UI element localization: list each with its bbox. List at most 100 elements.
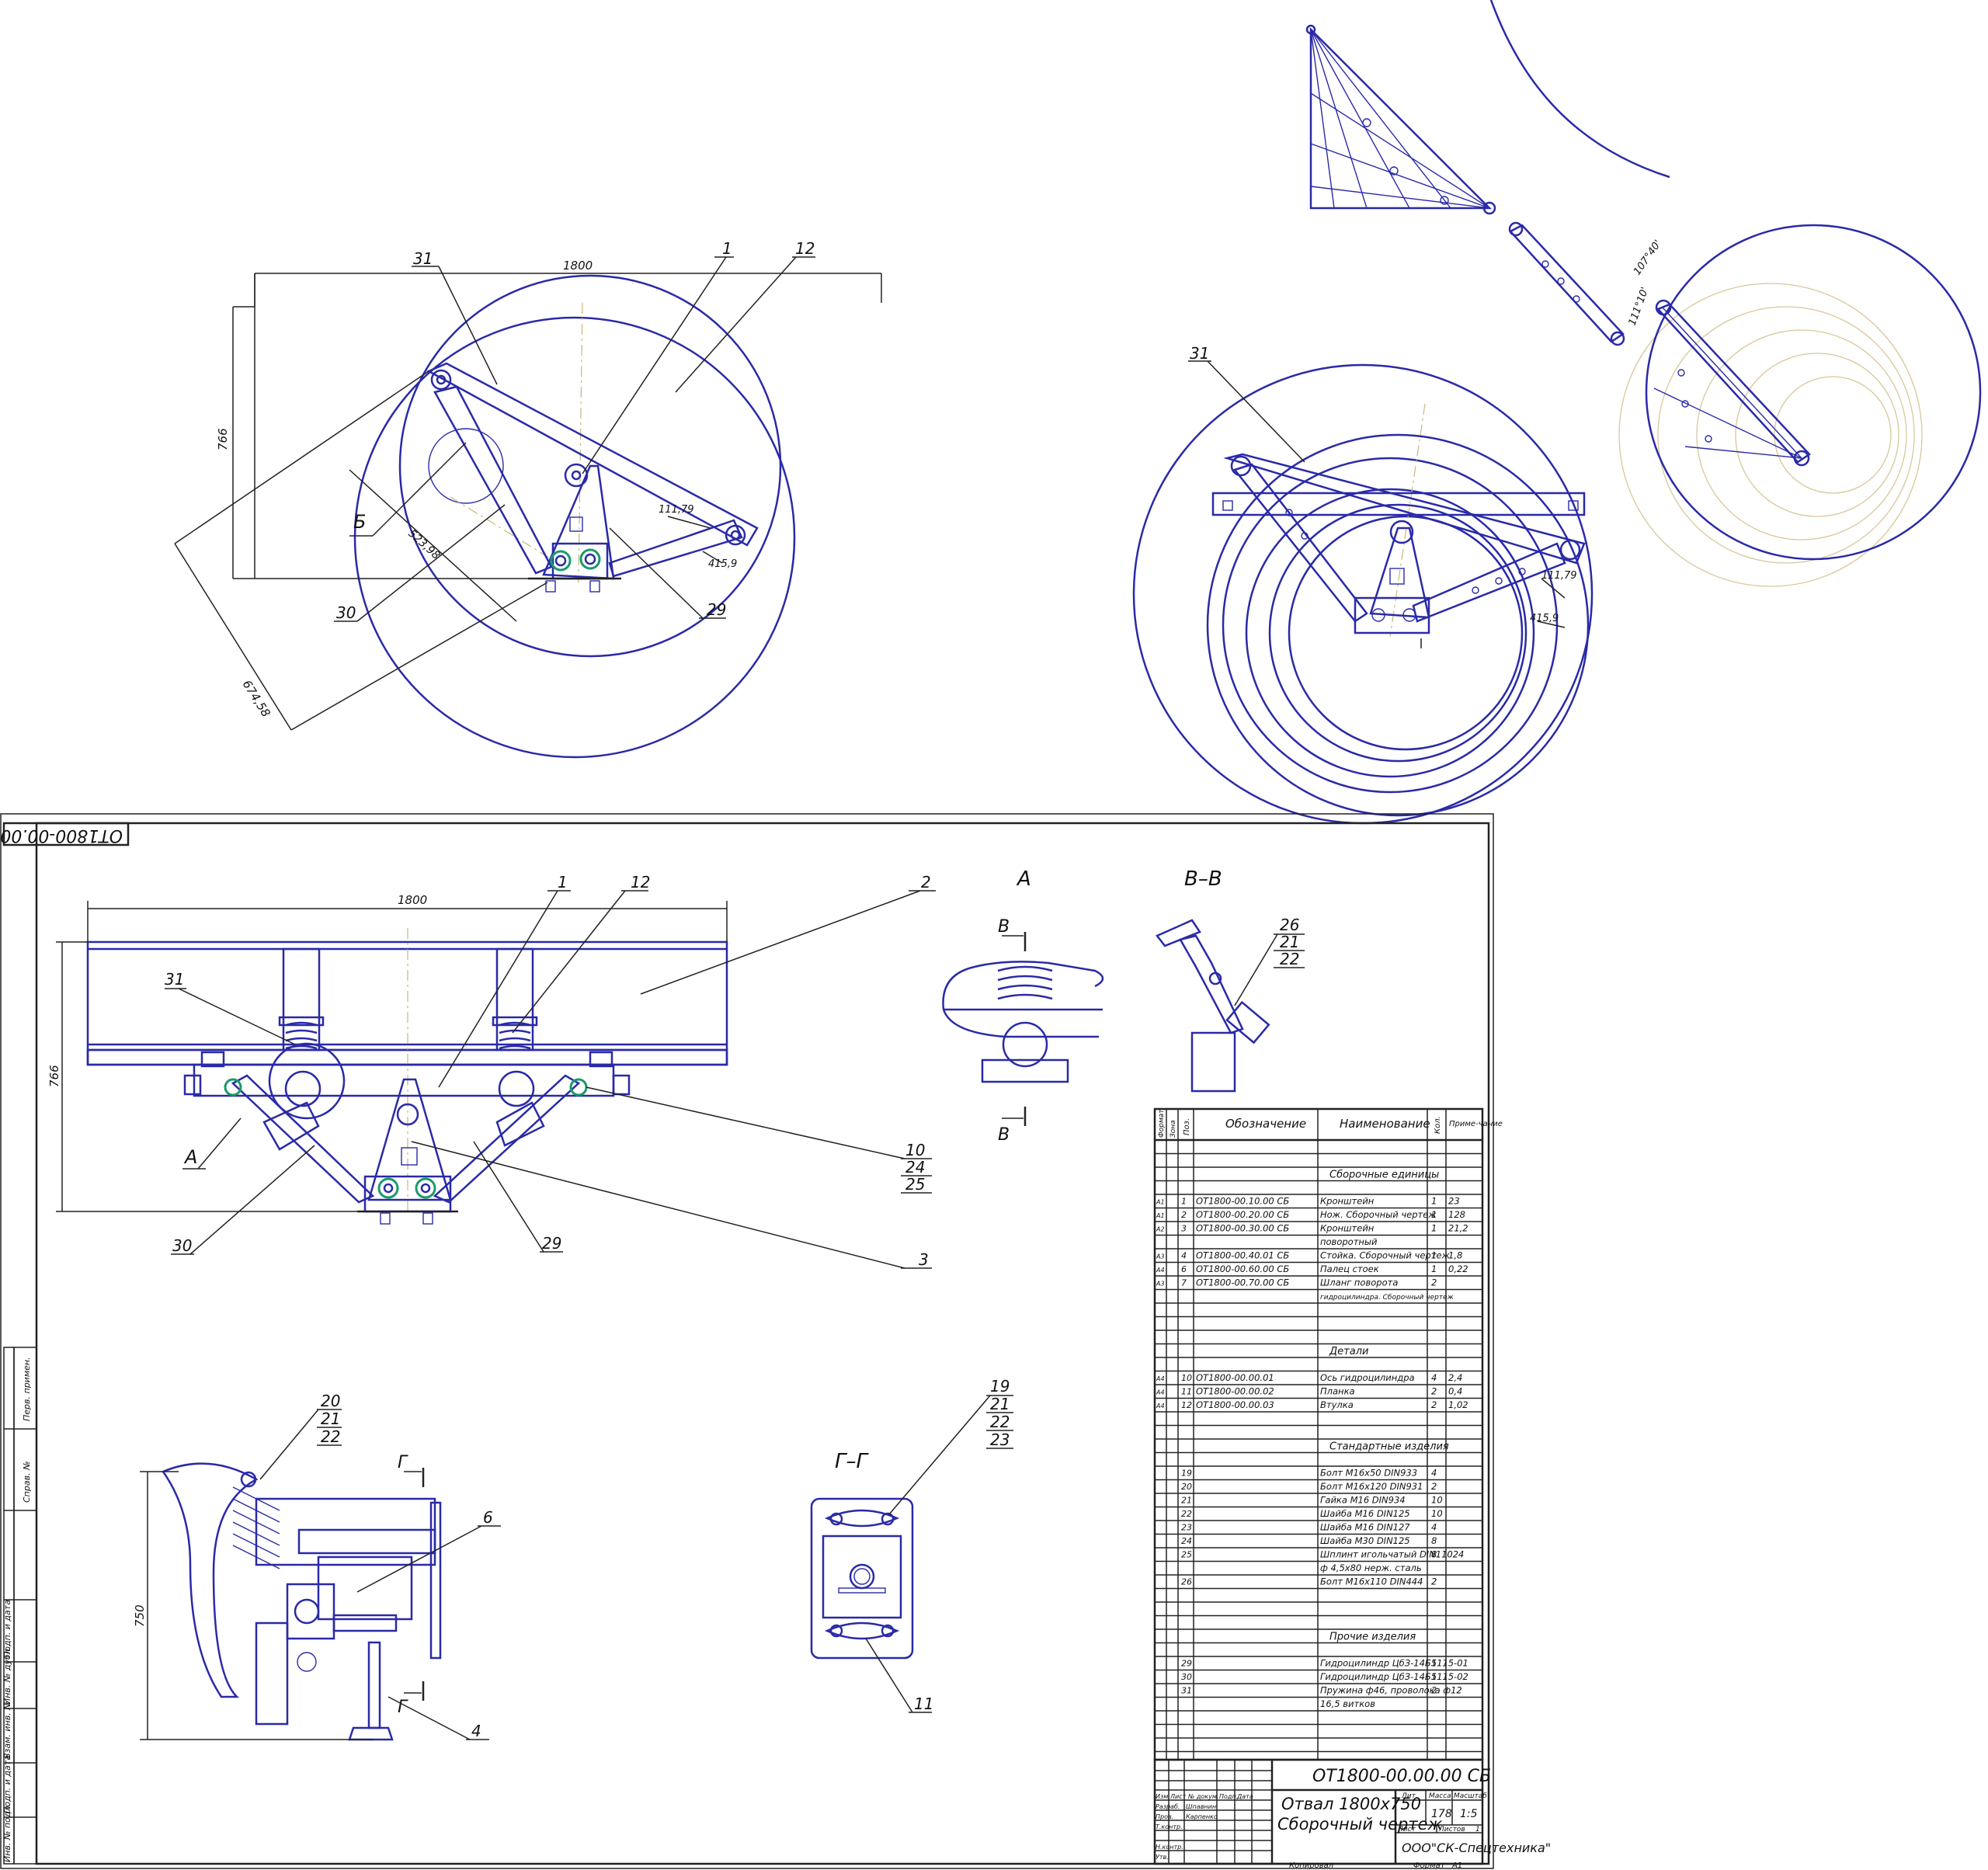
- spec-code: ОТ1800-00.00.02: [1196, 1386, 1274, 1397]
- spec-pos: 10: [1181, 1373, 1192, 1383]
- stamp-h-sign: Подп.: [1219, 1793, 1238, 1800]
- spec-pos: 31: [1181, 1686, 1192, 1696]
- tl-leader-30: 30: [336, 603, 356, 622]
- spec-qty: 2: [1431, 1685, 1437, 1696]
- spec-pos: 25: [1181, 1550, 1192, 1560]
- side-leader-6: 6: [483, 1508, 493, 1527]
- spec-name: Шайба М16 DIN125: [1320, 1508, 1410, 1519]
- tl-leader-1: 1: [722, 239, 732, 258]
- stamp-h-list: Лист: [1170, 1793, 1187, 1800]
- spec-name: Гидроцилиндр ЦбЗ-14Б5115-01: [1320, 1658, 1468, 1669]
- spec-qty: 2: [1431, 1399, 1437, 1410]
- spec-fmt: А1: [1156, 1199, 1165, 1206]
- bb-leader-26: 26: [1280, 916, 1299, 934]
- spec-name: Гайка М16 DIN934: [1320, 1495, 1406, 1506]
- spec-section-details: Детали: [1329, 1346, 1368, 1357]
- side-label-4: Инв. № дубл.: [2, 1646, 12, 1705]
- tb-copied: Копировал: [1289, 1861, 1334, 1870]
- spec-qty: 1: [1431, 1263, 1437, 1274]
- spec-qty: 4: [1431, 1468, 1437, 1479]
- spec-name: Болт М16х50 DIN933: [1320, 1468, 1417, 1479]
- spec-pos: 19: [1181, 1469, 1192, 1479]
- spec-qty: 1: [1431, 1671, 1437, 1682]
- spec-qty: 8: [1431, 1535, 1437, 1546]
- spec-qty: 2: [1431, 1386, 1437, 1397]
- spec-name: Шплинт игольчатый DIN11024: [1320, 1549, 1464, 1560]
- spec-qty: 1: [1431, 1250, 1437, 1261]
- spec-h-name: Наименование: [1340, 1117, 1430, 1131]
- spec-pos: 12: [1181, 1400, 1192, 1410]
- spec-name: Болт М16х120 DIN931: [1320, 1481, 1423, 1492]
- spec-qty: 10: [1431, 1508, 1443, 1519]
- stamp-h-date: Дата: [1236, 1793, 1253, 1800]
- stamp-role-2: Пров.: [1156, 1813, 1173, 1820]
- side-dim-height: 750: [133, 1604, 147, 1627]
- tl-dim-small2: 415,9: [708, 558, 737, 570]
- spec-name: Шланг поворота: [1320, 1277, 1398, 1288]
- side-view: 750 Г Г 20 21 22 6 4: [133, 1392, 501, 1741]
- side-label-3: Подп. и дата: [2, 1600, 12, 1658]
- spec-h-qty: Кол.: [1434, 1116, 1442, 1134]
- section-bb-label: В–В: [1184, 867, 1222, 891]
- spec-qty: 2: [1431, 1277, 1437, 1288]
- main-leader-12: 12: [631, 873, 650, 892]
- main-front-view: 1800 766 1 12 2 31 А 30 29 3 10 24 25: [47, 873, 936, 1269]
- spec-pos: 7: [1181, 1278, 1187, 1288]
- side-leader-21: 21: [321, 1409, 340, 1428]
- spec-name: Ось гидроцилиндра: [1320, 1372, 1415, 1383]
- tb-title-1: Отвал 1800х750: [1281, 1795, 1421, 1813]
- spec-pos: 24: [1181, 1536, 1192, 1546]
- tb-scale-label: Масштаб: [1454, 1792, 1487, 1800]
- side-leader-20: 20: [321, 1392, 340, 1410]
- spec-pos: 1: [1181, 1197, 1187, 1207]
- spec-fmt: А4: [1156, 1389, 1165, 1396]
- main-leader-24: 24: [905, 1158, 925, 1177]
- spec-qty: 4: [1431, 1372, 1437, 1383]
- stamp-role-6: Утв.: [1156, 1854, 1169, 1861]
- spec-code: ОТ1800-00.40.01 СБ: [1196, 1250, 1289, 1261]
- spec-pos: 20: [1181, 1482, 1192, 1492]
- spec-pos: 6: [1181, 1264, 1187, 1274]
- spec-code: ОТ1800-00.30.00 СБ: [1196, 1223, 1289, 1234]
- spec-qty: 2: [1431, 1576, 1437, 1587]
- spec-name: Болт М16х110 DIN444: [1320, 1576, 1423, 1587]
- spec-pos: 11: [1181, 1387, 1192, 1397]
- spec-name2: гидроцилиндра. Сборочный чертеж: [1320, 1294, 1455, 1302]
- gg-leader-11: 11: [914, 1694, 933, 1713]
- spec-qty: 1: [1431, 1658, 1437, 1669]
- spec-section-standard: Стандартные изделия: [1329, 1441, 1449, 1453]
- detail-a-view: А В В: [942, 867, 1104, 1145]
- spec-code: ОТ1800-00.00.01: [1196, 1372, 1274, 1383]
- tb-title-2: Сборочный чертеж: [1277, 1815, 1442, 1834]
- stamp-role-1: Разраб.: [1156, 1803, 1180, 1810]
- spec-fmt: А4: [1156, 1402, 1165, 1409]
- spec-qty: 1: [1431, 1196, 1437, 1207]
- spec-fmt: А4: [1156, 1267, 1165, 1274]
- spec-pos: 3: [1181, 1224, 1187, 1234]
- main-leader-10: 10: [905, 1141, 925, 1159]
- spec-note: 23: [1448, 1196, 1460, 1207]
- sheet-frame: ОТ1800-00.00.00 СБ Перв. примен. Справ. …: [0, 813, 1494, 1869]
- spec-fmt: А3: [1156, 1281, 1165, 1288]
- main-dim-height: 766: [47, 1065, 61, 1087]
- spec-note: 0,4: [1448, 1386, 1462, 1397]
- tb-sheet-label: Лист: [1397, 1826, 1416, 1834]
- spec-name: Шайба М30 DIN125: [1320, 1535, 1410, 1546]
- tr-leader-31: 31: [1190, 344, 1209, 363]
- section-gg-view: Г–Г 19 21 22 23 11: [810, 1377, 1013, 1713]
- side-leader-22: 22: [321, 1427, 340, 1446]
- spec-h-fmt: Формат: [1158, 1109, 1166, 1138]
- tl-leader-31: 31: [413, 249, 433, 268]
- spec-pos: 2: [1181, 1210, 1187, 1220]
- spec-name: Стойка. Сборочный чертеж: [1320, 1250, 1451, 1261]
- tb-format-label: Формат: [1413, 1861, 1446, 1870]
- spec-note: 2,4: [1448, 1372, 1462, 1383]
- side-label-2: Справ. №: [22, 1461, 32, 1503]
- tl-dim-width: 1800: [563, 259, 593, 273]
- stamp-h-izm: Изм.: [1156, 1793, 1170, 1800]
- spec-pos: 21: [1181, 1496, 1192, 1506]
- spec-fmt: А1: [1156, 1212, 1165, 1219]
- spec-qty: 8: [1431, 1549, 1437, 1560]
- spec-h-code: Обозначение: [1225, 1117, 1306, 1131]
- top-left-kinematic-view: 1800 766 674,58 523,98 111,79 415,9 31 1…: [174, 239, 882, 759]
